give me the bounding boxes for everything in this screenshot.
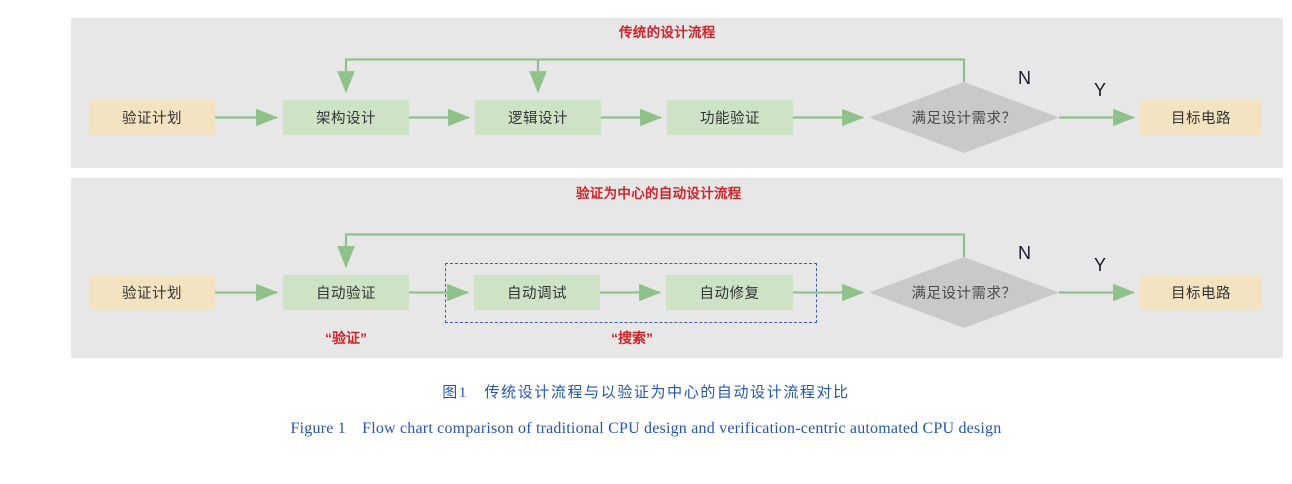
automated-flow-panel (71, 178, 1283, 358)
node-verification-plan-row2: 验证计划 (89, 275, 215, 310)
node-function-verification: 功能验证 (667, 100, 793, 135)
traditional-flow-title: 传统的设计流程 (619, 25, 716, 40)
branch-label-no-row2: N (1018, 243, 1031, 263)
node-auto-repair: 自动修复 (666, 275, 793, 310)
traditional-flow-panel (71, 18, 1283, 168)
diamond-shape-row2 (869, 257, 1059, 328)
decision-label-row2: 满足设计需求？ (911, 286, 1017, 302)
node-decision-row1: 满足设计需求？ (869, 82, 1059, 153)
node-decision-row2: 满足设计需求？ (869, 257, 1059, 328)
branch-label-yes-row1: Y (1094, 80, 1107, 100)
node-target-circuit-row2: 目标电路 (1140, 275, 1262, 310)
caption-chinese: 图1 传统设计流程与以验证为中心的自动设计流程对比 (442, 385, 850, 401)
branch-label-no-row1: N (1018, 68, 1031, 88)
branch-label-yes-row2: Y (1094, 255, 1107, 275)
annotation-verify: “验证” (325, 330, 367, 346)
node-auto-verification: 自动验证 (283, 275, 409, 310)
annotation-search: “搜索” (611, 330, 653, 346)
automated-flow-title: 验证为中心的自动设计流程 (576, 186, 742, 201)
caption-english: Figure 1 Flow chart comparison of tradit… (290, 420, 1002, 437)
node-auto-debug: 自动调试 (474, 275, 600, 310)
decision-label-row1: 满足设计需求？ (911, 111, 1017, 127)
node-logic-design: 逻辑设计 (475, 100, 601, 135)
diamond-shape-row1 (869, 82, 1059, 153)
node-target-circuit-row1: 目标电路 (1140, 100, 1262, 135)
node-architecture-design: 架构设计 (283, 100, 409, 135)
node-verification-plan-row1: 验证计划 (89, 100, 215, 135)
